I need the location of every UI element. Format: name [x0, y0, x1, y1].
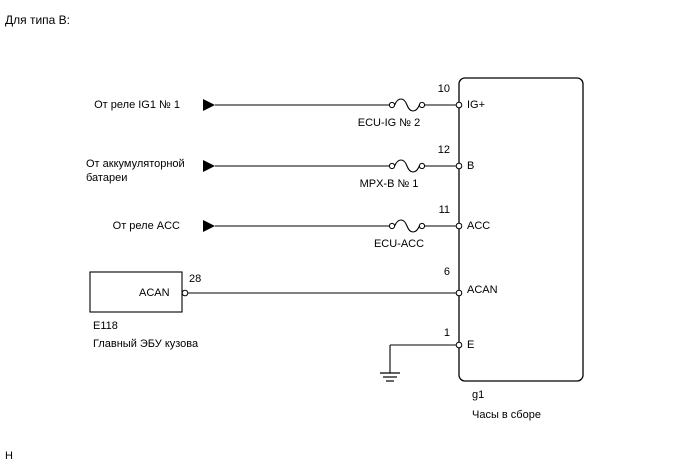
pin-name: IG+ — [467, 99, 485, 111]
diagram-heading: Для типа B: — [5, 13, 70, 27]
fuse-terminal — [418, 162, 426, 170]
connector-pin — [455, 289, 463, 297]
fuse-label: MPX-B № 1 — [360, 178, 419, 190]
circuit-acc: От реле ACC ECU-ACC 11 ACC — [113, 204, 491, 250]
clock-code: g1 — [472, 389, 484, 401]
pin-number: 1 — [444, 327, 450, 339]
fuse-terminal — [388, 162, 396, 170]
connector-pin — [455, 222, 463, 230]
source-label: От реле ACC — [113, 220, 180, 232]
pin-name: ACAN — [467, 284, 498, 296]
arrow-icon — [203, 220, 215, 232]
body-ecu-code: E118 — [93, 320, 118, 332]
fuse-terminal — [388, 222, 396, 230]
pin-number: 6 — [444, 266, 450, 278]
connector-pin — [455, 341, 463, 349]
circuit-battery: От аккумуляторной батареи MPX-B № 1 12 B — [86, 144, 474, 190]
fuse-label: ECU-ACC — [374, 238, 424, 250]
source-label-line2: батареи — [86, 172, 127, 184]
source-label: От аккумуляторной — [86, 158, 185, 170]
pin-name: E — [467, 339, 474, 351]
arrow-icon — [203, 160, 215, 172]
connector-pin — [455, 101, 463, 109]
clock-assembly-box — [458, 77, 584, 382]
fuse-terminal — [418, 222, 426, 230]
body-ecu-pin-name: ACAN — [139, 287, 170, 299]
fuse-terminal — [418, 101, 426, 109]
connector-pin — [455, 162, 463, 170]
body-ecu-pin-number: 28 — [189, 273, 201, 285]
circuit-ig1: От реле IG1 № 1 ECU-IG № 2 10 IG+ — [94, 83, 485, 129]
circuit-ground: 1 E — [380, 327, 474, 382]
pin-name: B — [467, 160, 474, 172]
pin-name: ACC — [467, 220, 490, 232]
fuse-icon — [394, 98, 420, 112]
fuse-icon — [394, 219, 420, 233]
arrow-icon — [203, 99, 215, 111]
circuit-acan: ACAN 28 6 ACAN E118 Главный ЭБУ кузова — [89, 266, 498, 350]
pin-number: 12 — [438, 144, 450, 156]
clock-name: Часы в сборе — [472, 409, 541, 421]
connector-pin — [181, 289, 189, 297]
pin-number: 10 — [438, 83, 450, 95]
fuse-label: ECU-IG № 2 — [358, 117, 421, 129]
ground-icon — [380, 372, 400, 382]
fuse-terminal — [388, 101, 396, 109]
body-ecu-name: Главный ЭБУ кузова — [93, 338, 199, 350]
pin-number: 11 — [439, 204, 450, 216]
source-label: От реле IG1 № 1 — [94, 99, 180, 111]
footer-letter: H — [5, 450, 13, 462]
fuse-icon — [394, 159, 420, 173]
